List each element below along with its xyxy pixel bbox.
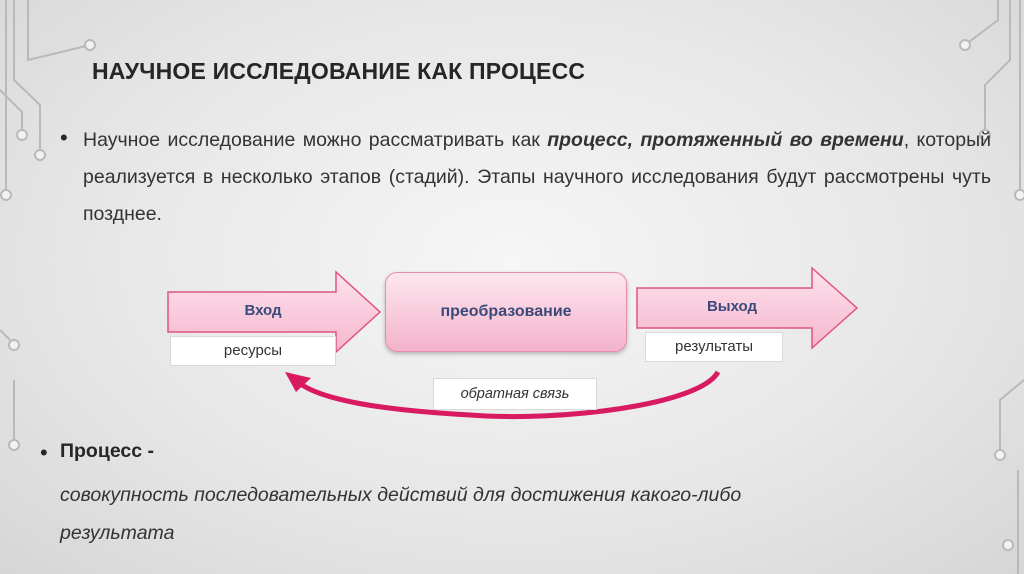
input-label: ресурсы: [170, 336, 336, 366]
input-title: Вход: [168, 302, 358, 319]
bullet-marker-2: •: [40, 440, 48, 466]
output-label: результаты: [645, 332, 783, 362]
definition-term: Процесс -: [60, 440, 154, 463]
definition-text: совокупность последовательных действий д…: [60, 476, 860, 552]
transform-title: преобразование: [440, 303, 571, 321]
output-title: Выход: [637, 298, 827, 315]
transform-box: преобразование: [385, 272, 627, 352]
feedback-label: обратная связь: [433, 378, 597, 410]
